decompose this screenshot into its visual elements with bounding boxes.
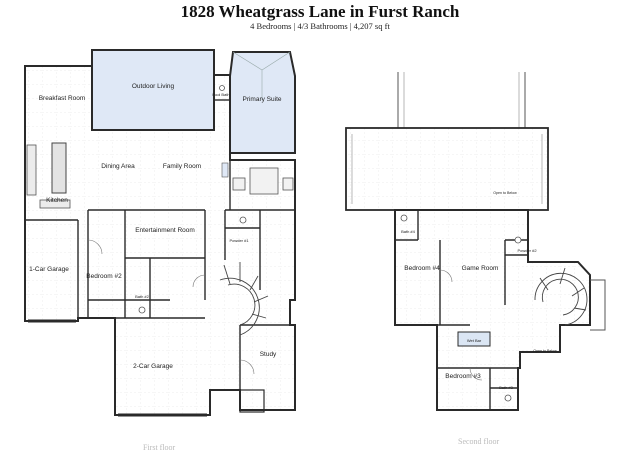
label-bedroom-4: Bedroom #4 (404, 265, 440, 272)
first-floor-plan (24, 49, 296, 417)
kitchen-counter (26, 144, 37, 196)
label-family-room: Family Room (163, 163, 201, 170)
label-breakfast-room: Breakfast Room (39, 95, 86, 102)
label-game-room: Game Room (462, 265, 499, 272)
plan-subtitle: 4 Bedrooms | 4/3 Bathrooms | 4,207 sq ft (250, 21, 390, 31)
kitchen-island (51, 142, 67, 194)
label-pool-bath: Pool Bath (212, 92, 229, 97)
label-study: Study (260, 351, 277, 358)
label-kitchen: Kitchen (46, 197, 68, 204)
first-floor-caption: First floor (143, 443, 176, 452)
label-outdoor-living: Outdoor Living (132, 83, 175, 90)
label-powder-2: Powder #2 (517, 248, 537, 253)
open-to-below-band (345, 127, 549, 211)
label-open-to-below-1: Open to Below (493, 191, 517, 195)
label-bath-3: Bath #3 (499, 385, 514, 390)
outdoor-living-area (91, 49, 215, 131)
label-entertainment-room: Entertainment Room (135, 227, 195, 234)
label-bath-4: Bath #4 (401, 229, 416, 234)
label-bedroom-3: Bedroom #3 (445, 373, 481, 380)
label-1-car-garage: 1-Car Garage (29, 266, 69, 273)
label-wet-bar: Wet Bar (467, 338, 482, 343)
first-floor-staircase (219, 262, 269, 336)
second-floor-caption: Second floor (458, 437, 500, 446)
second-floor-staircase (534, 267, 588, 326)
second-floor-outline (394, 209, 591, 411)
label-dining-area: Dining Area (101, 163, 135, 170)
label-bath-2: Bath #2 (135, 294, 150, 299)
label-powder-1: Powder #1 (229, 238, 249, 243)
primary-bath-tub (249, 167, 279, 195)
wet-bar (457, 331, 491, 347)
label-bedroom-2: Bedroom #2 (86, 273, 122, 280)
plan-title: 1828 Wheatgrass Lane in Furst Ranch (180, 2, 460, 21)
second-floor-plan (345, 72, 606, 411)
label-primary-suite: Primary Suite (242, 96, 281, 103)
label-2-car-garage: 2-Car Garage (133, 363, 173, 370)
label-open-to-below-2: Open to Below (533, 349, 557, 353)
